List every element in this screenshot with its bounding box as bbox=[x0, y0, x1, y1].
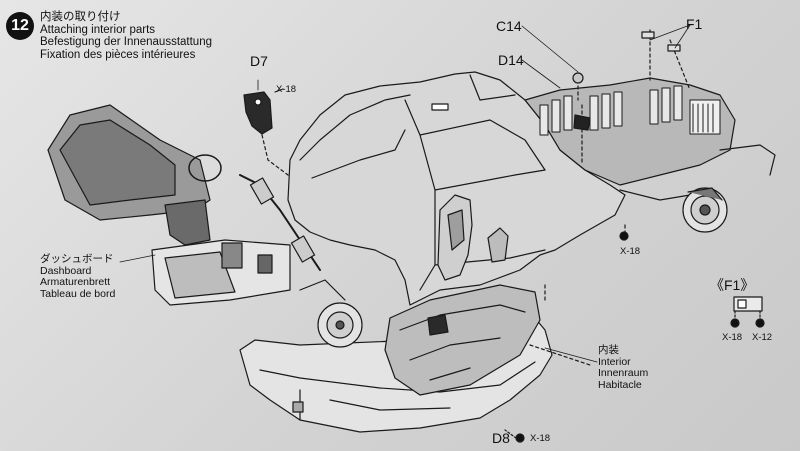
title-de: Befestigung der Innenausstattung bbox=[40, 36, 212, 48]
dashboard-label-en: Dashboard bbox=[40, 264, 92, 277]
engine-assembly bbox=[524, 77, 776, 233]
dashboard-assembly bbox=[47, 104, 291, 306]
interior-tub bbox=[384, 284, 541, 396]
part-f1-pins bbox=[641, 31, 681, 52]
dashboard-label-fr: Tableau de bord bbox=[40, 287, 116, 300]
assembly-guides bbox=[529, 29, 691, 366]
step-title: 内装の取り付け Attaching interior parts Befesti… bbox=[40, 11, 212, 61]
callout-d7-screw: X-18 bbox=[276, 84, 297, 95]
inset-title: 《F1》 bbox=[710, 277, 755, 293]
interior-label: 内装 Interior Innenraum Habitacle bbox=[598, 344, 649, 391]
interior-label-jp: 内装 bbox=[598, 344, 619, 356]
step-number-badge: 12 bbox=[6, 12, 34, 40]
part-d8 bbox=[427, 314, 525, 443]
callout-chassis-screw: X-18 bbox=[620, 246, 641, 257]
inset-screw-right: X-12 bbox=[752, 332, 773, 343]
chassis-screw bbox=[619, 231, 629, 241]
steering-column bbox=[239, 174, 363, 348]
interior-label-fr: Habitacle bbox=[598, 378, 642, 391]
callout-d8-screw: X-18 bbox=[530, 433, 551, 444]
title-jp: 内装の取り付け bbox=[40, 11, 121, 23]
dashboard-label-de: Armaturenbrett bbox=[40, 276, 111, 288]
interior-label-de: Innenraum bbox=[598, 367, 649, 379]
dashboard-label: ダッシュボード Dashboard Armaturenbrett Tableau… bbox=[40, 253, 116, 300]
title-fr: Fixation des pièces intérieures bbox=[40, 48, 196, 61]
inset-screw-left: X-18 bbox=[722, 332, 743, 343]
interior-label-en: Interior bbox=[598, 355, 631, 368]
callout-c14: C14 bbox=[496, 18, 522, 34]
callout-d7: D7 bbox=[250, 53, 268, 69]
callout-d8: D8 bbox=[492, 430, 510, 446]
callout-d14: D14 bbox=[498, 52, 524, 68]
screw-c14 bbox=[572, 72, 591, 131]
leader-lines bbox=[119, 24, 691, 363]
inset-f1 bbox=[730, 296, 765, 328]
dashboard-label-jp: ダッシュボード bbox=[40, 253, 114, 265]
part-d7 bbox=[243, 88, 289, 176]
callout-f1: F1 bbox=[686, 16, 703, 32]
title-en: Attaching interior parts bbox=[40, 23, 156, 36]
